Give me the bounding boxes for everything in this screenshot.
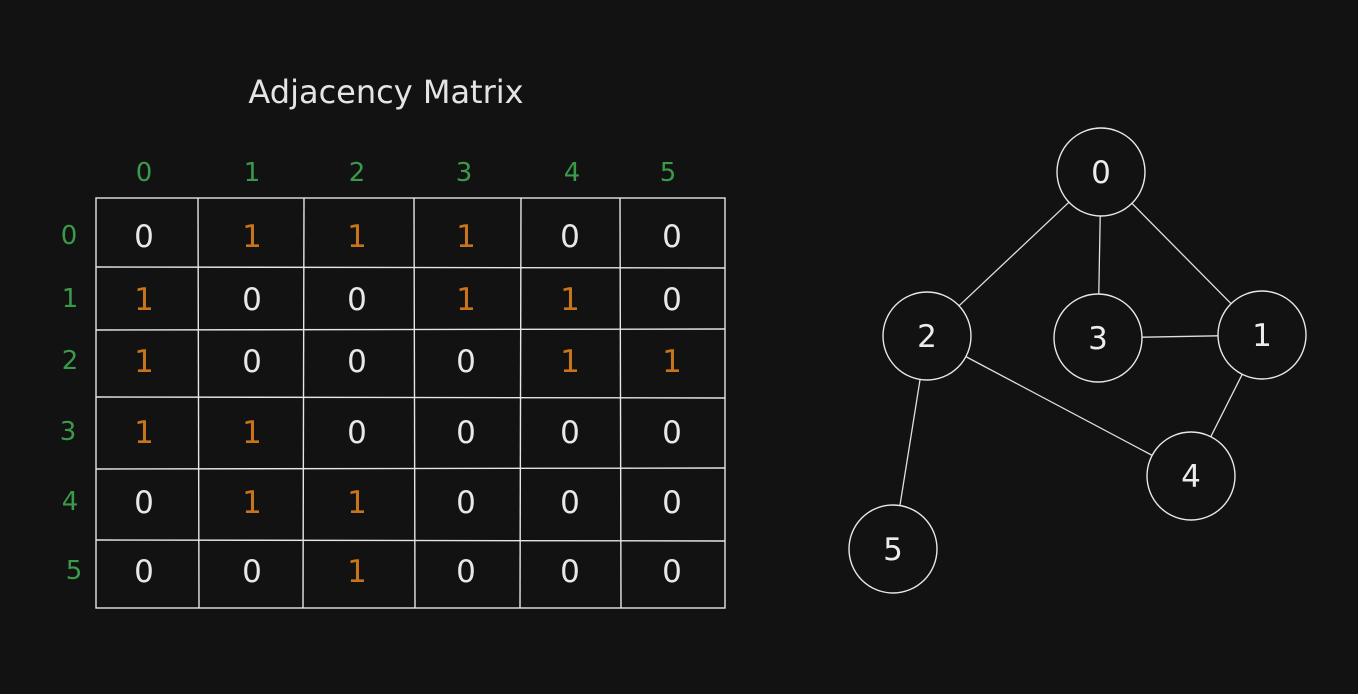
matrix-cell: 0: [347, 415, 367, 451]
graph-edge: [958, 201, 1070, 307]
matrix-column-divider: [302, 197, 305, 609]
matrix-column-divider: [197, 197, 200, 609]
graph-edges: [899, 201, 1243, 506]
column-header: 4: [564, 158, 581, 188]
matrix-cell: 1: [560, 282, 580, 318]
matrix-row-divider: [95, 266, 726, 269]
matrix-cell: 1: [662, 344, 682, 380]
matrix-cell: 1: [134, 415, 154, 451]
row-header: 2: [62, 346, 79, 376]
matrix-cell: 1: [134, 282, 154, 318]
matrix-cells: 0 1 1 1 0 0 1 0 0 1 1 0 1 0 0 0 1 1 1 1 0 0 0 0 0 1 1 0 0 0 0 0 1 0 0 0: [134, 219, 682, 590]
graph-node-label: 2: [917, 319, 937, 355]
column-header: 0: [136, 158, 153, 188]
matrix-cell: 1: [134, 344, 154, 380]
matrix-cell: 0: [242, 344, 262, 380]
matrix-column-divider: [413, 197, 416, 609]
matrix-row-divider: [95, 328, 726, 331]
matrix-cell: 1: [347, 485, 367, 521]
matrix-row-divider: [95, 396, 726, 399]
graph-node: 3: [1053, 293, 1143, 383]
matrix-cell: 0: [242, 282, 262, 318]
matrix-cell: 0: [134, 554, 154, 590]
matrix-cell: 1: [242, 415, 262, 451]
matrix-title: Adjacency Matrix: [248, 73, 523, 111]
graph-node-circle: [1056, 127, 1146, 217]
matrix-cell: 1: [560, 344, 580, 380]
graph-node-label: 1: [1252, 318, 1272, 354]
graph-node-circle: [1146, 431, 1236, 521]
matrix-cell: 0: [560, 415, 580, 451]
graph-edge: [1131, 202, 1232, 305]
graph-edge: [1098, 215, 1101, 295]
graph-node-circle: [848, 504, 938, 594]
graph-nodes: 0 1 2 3 4 5: [848, 127, 1307, 594]
row-header: 5: [66, 556, 83, 586]
graph-node-label: 3: [1088, 321, 1108, 357]
graph-node-label: 0: [1091, 155, 1111, 191]
graph-edge: [1141, 335, 1219, 338]
row-header: 0: [61, 221, 78, 251]
graph-node: 5: [848, 504, 938, 594]
matrix-cell: 0: [662, 219, 682, 255]
matrix-cell: 0: [456, 554, 476, 590]
matrix-cell: 1: [456, 282, 476, 318]
matrix-cell: 1: [242, 485, 262, 521]
matrix-cell: 1: [456, 219, 476, 255]
graph-node-label: 5: [883, 532, 903, 568]
matrix-grid: [95, 197, 726, 609]
matrix-cell: 0: [134, 219, 154, 255]
column-header: 1: [244, 158, 261, 188]
column-header: 3: [456, 158, 473, 188]
graph-node: 1: [1217, 290, 1307, 380]
matrix-cell: 0: [134, 485, 154, 521]
graph-node-circle: [1053, 293, 1143, 383]
graph-node: 0: [1056, 127, 1146, 217]
matrix-cell: 0: [560, 219, 580, 255]
matrix-cell: 1: [347, 219, 367, 255]
matrix-cell: 0: [242, 554, 262, 590]
matrix-cell: 0: [662, 282, 682, 318]
matrix-cell: 1: [347, 554, 367, 590]
matrix-headers: 0 1 2 3 4 5 0 1 2 3 4 5: [60, 158, 677, 586]
graph-edge: [899, 379, 921, 506]
matrix-cell: 0: [662, 554, 682, 590]
graph-node: 2: [882, 291, 972, 381]
row-header: 1: [62, 284, 79, 314]
matrix-column-divider: [519, 197, 522, 609]
matrix-cell: 1: [242, 219, 262, 255]
matrix-cell: 0: [347, 282, 367, 318]
matrix-column-divider: [619, 197, 622, 609]
column-header: 5: [660, 158, 677, 188]
matrix-cell: 0: [560, 485, 580, 521]
matrix-row-divider: [95, 467, 726, 470]
matrix-cell: 0: [456, 415, 476, 451]
matrix-cell: 0: [662, 485, 682, 521]
matrix-cell: 0: [662, 415, 682, 451]
matrix-cell: 0: [456, 344, 476, 380]
graph-node-label: 4: [1181, 459, 1201, 495]
matrix-cell: 0: [560, 554, 580, 590]
graph-edge: [1210, 374, 1243, 437]
row-header: 3: [60, 417, 77, 447]
row-header: 4: [62, 487, 79, 517]
matrix-cell: 0: [347, 344, 367, 380]
graph-node-circle: [882, 291, 972, 381]
graph-node-circle: [1217, 290, 1307, 380]
graph-edge: [965, 356, 1153, 456]
graph-node: 4: [1146, 431, 1236, 521]
column-header: 2: [349, 158, 366, 188]
matrix-cell: 0: [456, 485, 476, 521]
matrix-row-divider: [95, 539, 726, 542]
matrix-border: [95, 197, 726, 609]
